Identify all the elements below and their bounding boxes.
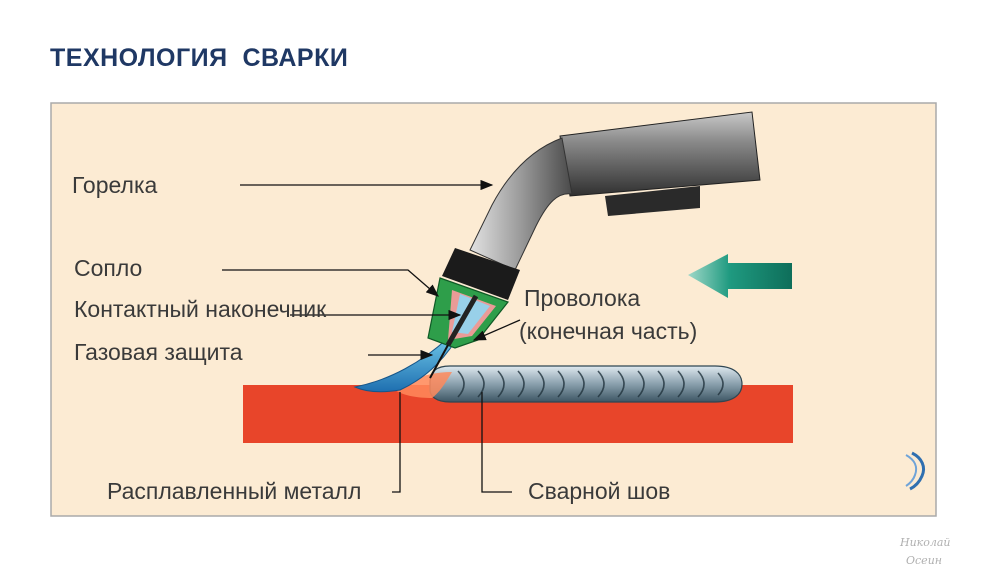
watermark-line1: Николай xyxy=(899,536,951,549)
label-torch: Горелка xyxy=(72,172,158,198)
contact-tip xyxy=(445,294,479,347)
wire-leader xyxy=(472,319,521,341)
nozzle-leader xyxy=(222,269,439,297)
label-nozzle: Сопло xyxy=(74,255,142,281)
label-weld-seam: Сварной шов xyxy=(528,478,670,504)
wire-end xyxy=(429,344,449,379)
label-wire-line2: (конечная часть) xyxy=(519,318,697,344)
label-gas-shield: Газовая защита xyxy=(74,339,243,365)
torch-neck xyxy=(469,137,573,271)
page-title: ТЕХНОЛОГИЯ СВАРКИ xyxy=(50,44,349,72)
molten-pool xyxy=(395,372,452,398)
label-wire-line1: Проволока xyxy=(524,285,640,311)
weld-bead xyxy=(429,365,743,403)
watermark-line2: Осеин xyxy=(906,554,942,567)
left-arrow-icon xyxy=(688,254,792,298)
label-molten-metal: Расплавленный металл xyxy=(107,478,361,504)
torch-handle xyxy=(559,111,761,216)
molten-metal-leader xyxy=(392,392,401,493)
nav-arrow-icon[interactable] xyxy=(905,451,926,491)
label-contact-tip: Контактный наконечник xyxy=(74,296,327,322)
torch-collar xyxy=(442,248,520,300)
weld-seam-leader xyxy=(481,392,512,493)
